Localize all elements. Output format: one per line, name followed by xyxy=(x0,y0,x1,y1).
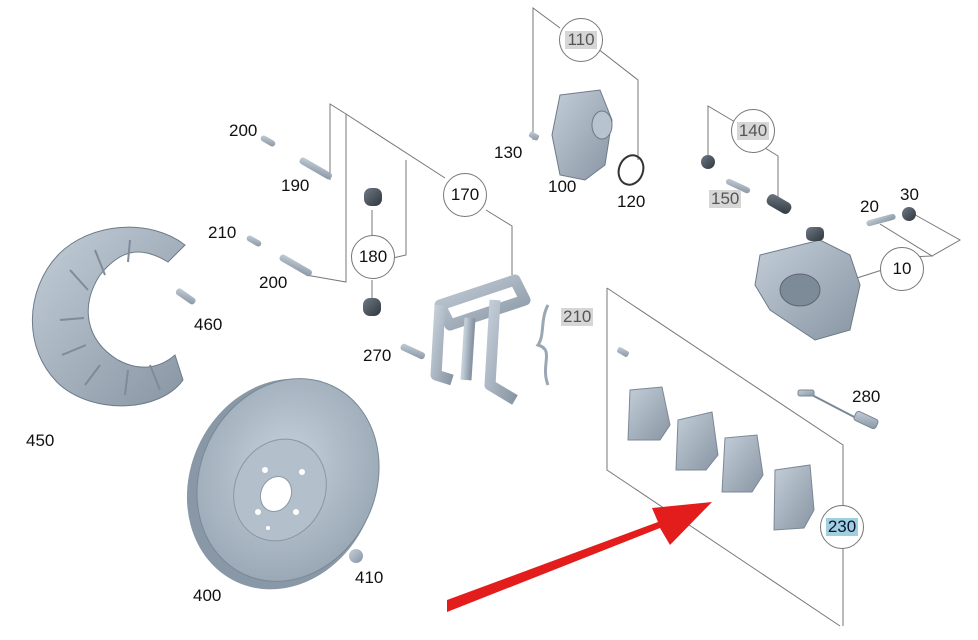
label-210: 210 xyxy=(561,307,594,326)
label-200b: 210 xyxy=(208,223,237,242)
bolt-180 xyxy=(299,157,332,180)
o-ring-120 xyxy=(617,154,645,186)
label-150: 150 xyxy=(709,189,742,208)
red-arrow-annotation xyxy=(447,502,712,612)
spring-210 xyxy=(535,304,550,386)
screw-200b xyxy=(246,235,262,247)
label-270: 270 xyxy=(363,346,392,365)
label-400: 400 xyxy=(193,586,222,605)
label-20: 20 xyxy=(860,197,879,216)
label-460: 460 xyxy=(194,315,223,334)
label-190: 200 xyxy=(259,273,288,292)
label-450: 450 xyxy=(26,431,55,450)
guide-sleeve-140 xyxy=(766,194,792,214)
brake-caliper-10 xyxy=(754,227,861,341)
callout-110: 110 xyxy=(559,18,603,62)
bleeder-cap-30 xyxy=(902,207,916,221)
brake-pads-230 xyxy=(627,386,815,531)
label-30: 30 xyxy=(900,185,919,204)
bleeder-screw-20 xyxy=(866,213,896,227)
callout-140: 140 xyxy=(731,109,775,153)
bolt-460 xyxy=(175,288,196,305)
callout-230: 230 xyxy=(820,505,864,549)
guide-pin-150 xyxy=(725,178,751,194)
callout-160: 170 xyxy=(443,173,487,217)
label-130: 130 xyxy=(494,143,523,162)
label-200a: 200 xyxy=(229,121,258,140)
screw-200a xyxy=(260,135,276,147)
label-100: 100 xyxy=(548,177,577,196)
screw-130 xyxy=(528,131,540,141)
disc-screw-410 xyxy=(349,549,363,563)
callout-170: 180 xyxy=(351,235,395,279)
callout-10: 10 xyxy=(880,247,924,291)
bolt-270 xyxy=(400,343,426,360)
actuator-motor-100 xyxy=(551,89,613,181)
bolt-190 xyxy=(279,254,312,277)
label-280: 280 xyxy=(852,387,881,406)
label-180: 190 xyxy=(281,176,310,195)
bushing-170-bottom xyxy=(363,298,381,316)
brake-disc-400 xyxy=(186,378,380,590)
bushing-170-top xyxy=(364,188,382,206)
wear-sensor-280 xyxy=(797,389,879,430)
dust-shield-450 xyxy=(32,226,186,407)
pad-screw xyxy=(617,347,629,357)
label-410: 410 xyxy=(355,568,384,587)
label-120: 120 xyxy=(617,192,646,211)
caliper-carrier-160 xyxy=(430,274,531,405)
guide-cap-140 xyxy=(701,155,715,169)
